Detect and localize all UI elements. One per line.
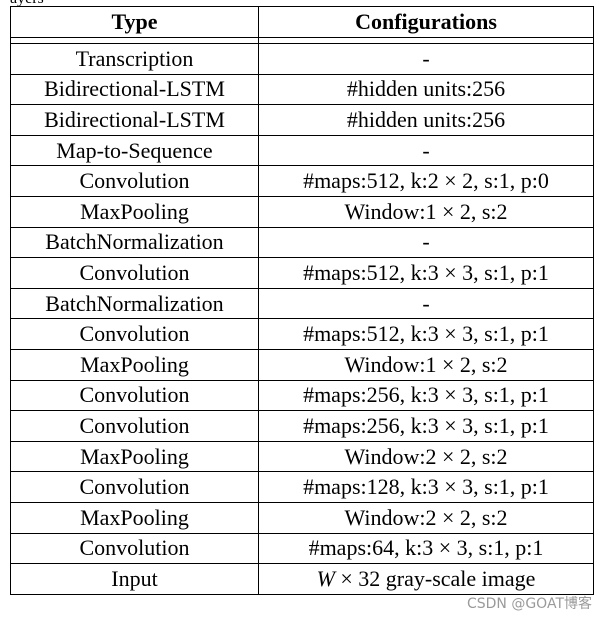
table-row: Convolution#maps:128, k:3 × 3, s:1, p:1 — [10, 471, 594, 503]
layer-type-cell: Convolution — [10, 165, 259, 197]
layer-type-cell: BatchNormalization — [10, 287, 259, 320]
table-header-row: Type Configurations — [10, 6, 594, 38]
layer-type-cell: Convolution — [10, 410, 259, 442]
layer-type-cell: Convolution — [10, 318, 259, 350]
table-row: Convolution#maps:256, k:3 × 3, s:1, p:1 — [10, 379, 594, 412]
table-row: BatchNormalization- — [10, 226, 594, 259]
layer-config-cell: - — [258, 226, 594, 259]
table-row: Map-to-Sequence- — [10, 134, 594, 167]
layer-type-cell: MaxPooling — [10, 195, 259, 228]
layer-config-cell: #maps:64, k:3 × 3, s:1, p:1 — [258, 532, 594, 565]
watermark: CSDN @GOAT博客 — [466, 596, 592, 612]
header-type: Type — [10, 6, 259, 38]
layer-type-cell: Convolution — [10, 379, 259, 412]
table-row: Convolution#maps:512, k:3 × 3, s:1, p:1 — [10, 318, 594, 350]
layer-config-cell: - — [258, 43, 594, 75]
layer-type-cell: MaxPooling — [10, 348, 259, 381]
layer-config-cell: #hidden units:256 — [258, 104, 594, 136]
cropped-caption-fragment: ayers — [10, 0, 44, 7]
header-configurations: Configurations — [258, 6, 594, 38]
table-body: Transcription-Bidirectional-LSTM#hidden … — [10, 37, 594, 595]
layer-type-cell: Input — [10, 563, 259, 595]
layer-config-cell: #maps:256, k:3 × 3, s:1, p:1 — [258, 379, 594, 412]
table-row: Convolution#maps:64, k:3 × 3, s:1, p:1 — [10, 532, 594, 565]
table-row: BatchNormalization- — [10, 287, 594, 320]
layer-config-cell: - — [258, 134, 594, 167]
layer-type-cell: Convolution — [10, 257, 259, 289]
layer-config-cell: Window:1 × 2, s:2 — [258, 348, 594, 381]
layer-config-cell: #maps:512, k:3 × 3, s:1, p:1 — [258, 257, 594, 289]
layer-config-cell: Window:2 × 2, s:2 — [258, 501, 594, 534]
table-row: Transcription- — [10, 43, 594, 75]
layer-config-cell: #maps:128, k:3 × 3, s:1, p:1 — [258, 471, 594, 503]
layer-config-cell: Window:2 × 2, s:2 — [258, 440, 594, 473]
table-row: Convolution#maps:512, k:3 × 3, s:1, p:1 — [10, 257, 594, 289]
layer-type-cell: BatchNormalization — [10, 226, 259, 259]
network-configuration-table: Type Configurations Transcription-Bidire… — [10, 6, 594, 595]
layer-type-cell: Convolution — [10, 532, 259, 565]
layer-type-cell: Map-to-Sequence — [10, 134, 259, 167]
layer-config-cell: #maps:256, k:3 × 3, s:1, p:1 — [258, 410, 594, 442]
table-row: Bidirectional-LSTM#hidden units:256 — [10, 104, 594, 136]
layer-type-cell: MaxPooling — [10, 501, 259, 534]
layer-type-cell: MaxPooling — [10, 440, 259, 473]
table-row: Convolution#maps:256, k:3 × 3, s:1, p:1 — [10, 410, 594, 442]
layer-type-cell: Bidirectional-LSTM — [10, 73, 259, 106]
table-row: Convolution#maps:512, k:2 × 2, s:1, p:0 — [10, 165, 594, 197]
layer-config-cell: W × 32 gray-scale image — [258, 563, 594, 595]
layer-type-cell: Convolution — [10, 471, 259, 503]
header-separator-row — [10, 37, 594, 44]
layer-config-cell: #maps:512, k:3 × 3, s:1, p:1 — [258, 318, 594, 350]
layer-config-cell: #hidden units:256 — [258, 73, 594, 106]
layer-config-cell: - — [258, 287, 594, 320]
layer-type-cell: Bidirectional-LSTM — [10, 104, 259, 136]
layer-type-cell: Transcription — [10, 43, 259, 75]
table-row: Bidirectional-LSTM#hidden units:256 — [10, 73, 594, 106]
layer-config-cell: Window:1 × 2, s:2 — [258, 195, 594, 228]
layer-config-cell: #maps:512, k:2 × 2, s:1, p:0 — [258, 165, 594, 197]
